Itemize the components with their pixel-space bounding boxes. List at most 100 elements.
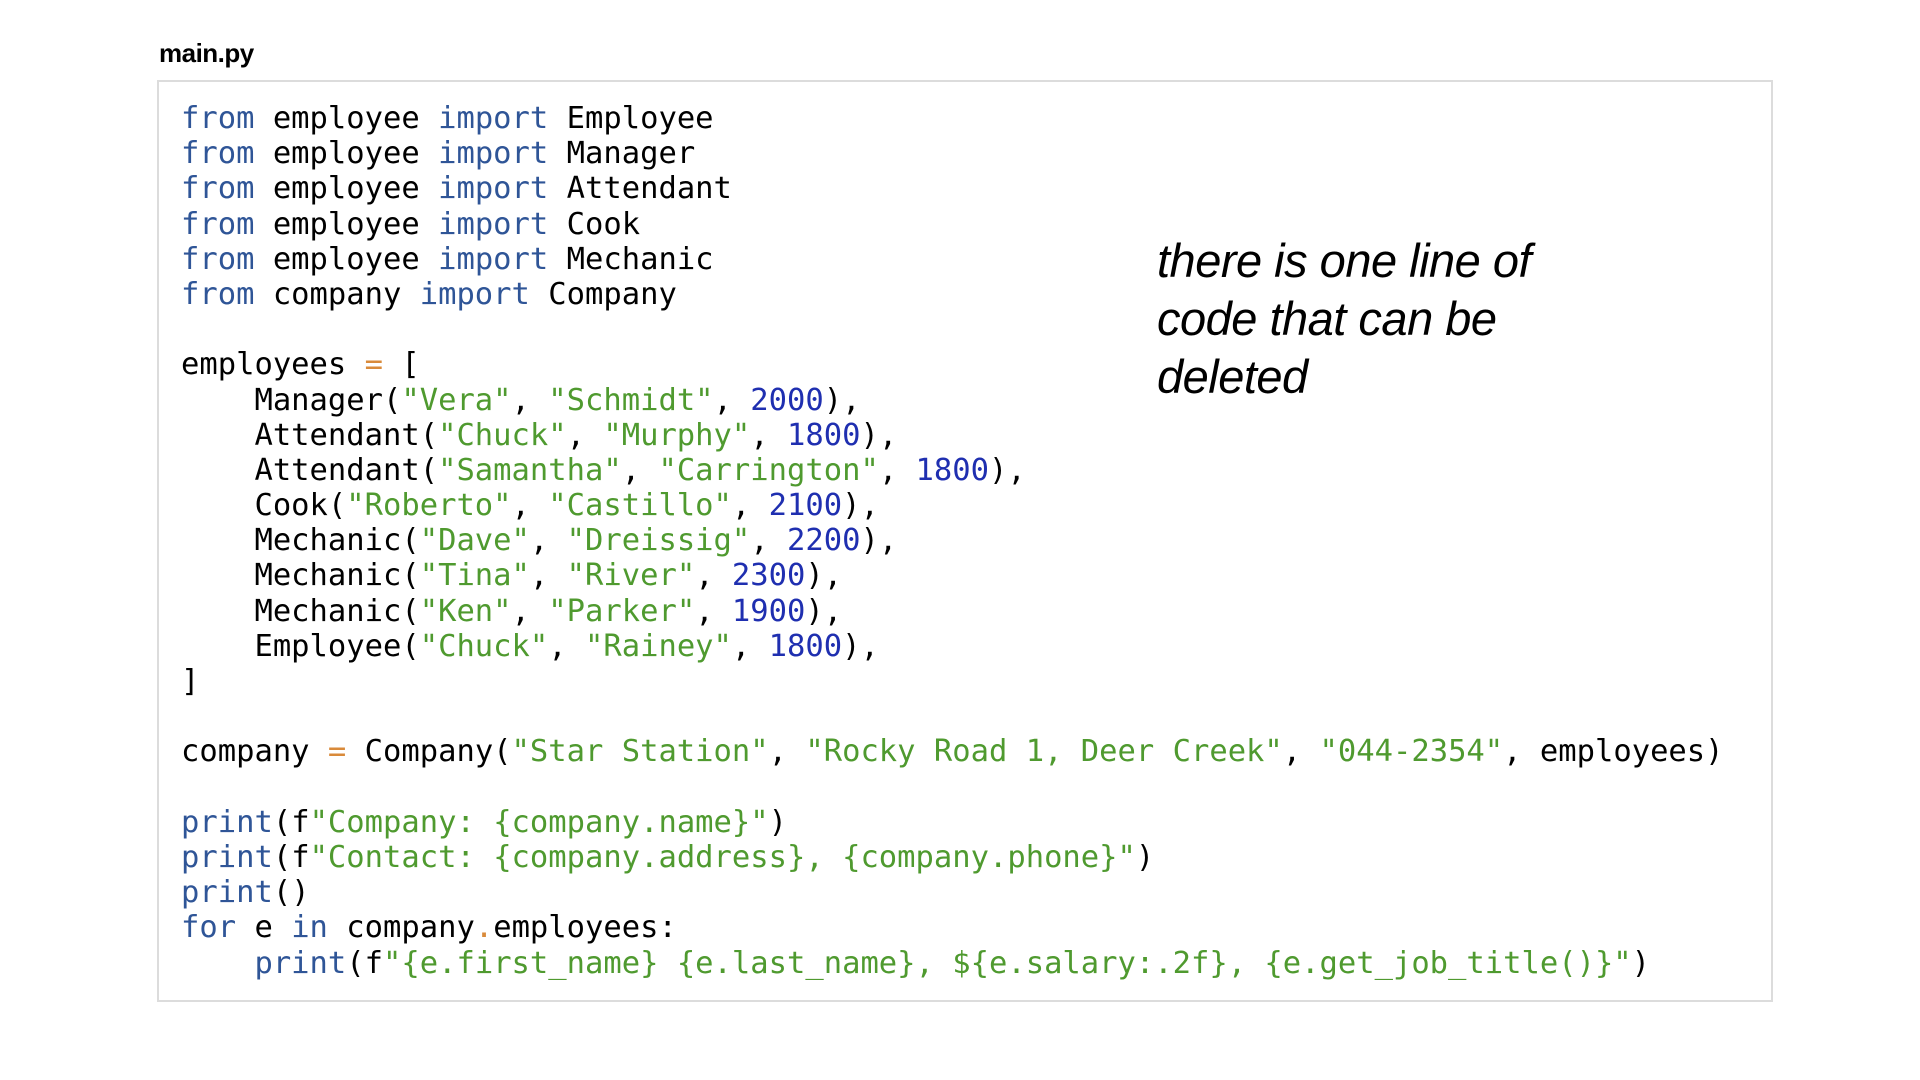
code-string: "Tina" bbox=[419, 558, 530, 594]
code-text: ] bbox=[181, 664, 200, 699]
code-line: print(f"{e.first_name} {e.last_name}, ${… bbox=[181, 946, 1724, 981]
code-text: Attendant( bbox=[181, 452, 439, 488]
code-string: "Star Station" bbox=[511, 734, 769, 770]
code-line: Mechanic("Ken", "Parker", 1900), bbox=[181, 594, 1724, 629]
code-text: Attendant bbox=[548, 171, 732, 207]
code-text: , bbox=[731, 628, 769, 664]
code-keyword: import bbox=[419, 276, 530, 312]
code-text: employee bbox=[254, 136, 439, 172]
code-string: "044-2354" bbox=[1319, 734, 1504, 770]
code-number: 2200 bbox=[787, 523, 861, 559]
code-text: , bbox=[621, 452, 659, 488]
code-text: , bbox=[566, 417, 604, 453]
code-number: 1800 bbox=[787, 417, 861, 453]
code-text: , bbox=[768, 734, 806, 770]
code-text: ), bbox=[842, 488, 879, 524]
code-text: Mechanic( bbox=[181, 558, 420, 594]
code-string: "Murphy" bbox=[603, 417, 751, 453]
code-keyword: import bbox=[438, 241, 549, 277]
code-keyword: import bbox=[438, 171, 549, 207]
code-keyword: import bbox=[438, 206, 549, 242]
code-number: 1800 bbox=[915, 452, 989, 488]
code-text: Company( bbox=[346, 734, 512, 770]
code-line: Mechanic("Dave", "Dreissig", 2200), bbox=[181, 523, 1724, 558]
code-string: "Parker" bbox=[548, 593, 696, 629]
code-keyword: from bbox=[181, 101, 255, 136]
code-text: employee bbox=[254, 206, 439, 242]
code-string: "Ken" bbox=[419, 593, 512, 629]
code-line: print(f"Contact: {company.address}, {com… bbox=[181, 840, 1724, 875]
code-text: company bbox=[254, 276, 420, 312]
code-number: 2300 bbox=[731, 558, 806, 594]
code-text: , bbox=[1282, 734, 1320, 770]
code-text: employee bbox=[254, 101, 439, 136]
code-text: , bbox=[731, 488, 769, 524]
file-title: main.py bbox=[159, 38, 254, 68]
code-text: Manager( bbox=[181, 382, 402, 418]
code-line: Mechanic("Tina", "River", 2300), bbox=[181, 558, 1724, 593]
code-line bbox=[181, 770, 1724, 805]
code-line: print(f"Company: {company.name}") bbox=[181, 805, 1724, 840]
code-text: employees: bbox=[493, 910, 677, 946]
code-string: "Carrington" bbox=[658, 452, 879, 488]
code-text: , bbox=[529, 523, 567, 559]
code-line: from employee import Manager bbox=[181, 136, 1724, 171]
code-string: "River" bbox=[566, 558, 696, 594]
code-keyword: from bbox=[181, 206, 255, 242]
code-string: "Rainey" bbox=[585, 628, 732, 664]
code-text: ), bbox=[823, 382, 861, 418]
code-keyword: from bbox=[181, 136, 255, 172]
code-text: Mechanic bbox=[548, 241, 714, 277]
code-keyword: from bbox=[181, 171, 255, 207]
code-text: , bbox=[750, 417, 787, 453]
code-text: , bbox=[713, 382, 751, 418]
code-text: ), bbox=[805, 558, 843, 594]
code-line: Manager("Vera", "Schmidt", 2000), bbox=[181, 383, 1724, 418]
code-line: Cook("Roberto", "Castillo", 2100), bbox=[181, 488, 1724, 523]
code-keyword: for bbox=[181, 910, 237, 946]
code-keyword: in bbox=[291, 910, 328, 946]
code-string: "Contact: {company.address}, {company.ph… bbox=[309, 839, 1136, 875]
code-string: "Chuck" bbox=[419, 628, 549, 664]
code-line: ] bbox=[181, 664, 1724, 699]
code-text: employee bbox=[254, 241, 439, 277]
code-text: company bbox=[327, 910, 475, 946]
code-keyword: import bbox=[438, 136, 549, 172]
code-keyword: import bbox=[438, 101, 549, 136]
code-text: Mechanic( bbox=[181, 593, 420, 629]
code-text: ) bbox=[768, 804, 788, 840]
code-text: employees bbox=[181, 347, 365, 383]
code-string: "Company: {company.name}" bbox=[309, 804, 769, 840]
code-line: Attendant("Samantha", "Carrington", 1800… bbox=[181, 453, 1724, 488]
code-text: Mechanic( bbox=[181, 523, 420, 559]
code-text: Cook bbox=[548, 206, 641, 242]
code-text: Manager bbox=[548, 136, 696, 172]
code-number: 2100 bbox=[768, 488, 843, 524]
code-string: "{e.first_name} {e.last_name}, ${e.salar… bbox=[383, 945, 1632, 981]
code-keyword: from bbox=[181, 276, 255, 312]
code-text: ), bbox=[842, 628, 879, 664]
code-line bbox=[181, 699, 1724, 734]
code-text: e bbox=[236, 910, 292, 946]
code-text: , bbox=[511, 382, 549, 418]
code-text: employee bbox=[254, 171, 439, 207]
code-string: "Chuck" bbox=[438, 417, 567, 453]
code-string: "Dave" bbox=[419, 523, 530, 559]
code-text bbox=[181, 946, 254, 981]
code-text: (f bbox=[272, 839, 310, 875]
code-number: 1800 bbox=[768, 628, 843, 664]
code-line: from employee import Cook bbox=[181, 207, 1724, 242]
code-string: "Dreissig" bbox=[566, 523, 751, 559]
code-text: , employees) bbox=[1503, 734, 1724, 770]
code-line: Employee("Chuck", "Rainey", 1800), bbox=[181, 629, 1724, 664]
code-text: Attendant( bbox=[181, 417, 439, 453]
code-line: from employee import Attendant bbox=[181, 171, 1724, 206]
code-text: , bbox=[548, 628, 585, 664]
code-text: , bbox=[750, 523, 788, 559]
code-keyword: from bbox=[181, 241, 255, 277]
code-string: "Rocky Road 1, Deer Creek" bbox=[805, 734, 1283, 770]
code-number: 1900 bbox=[731, 593, 806, 629]
code-keyword: print bbox=[181, 839, 273, 875]
